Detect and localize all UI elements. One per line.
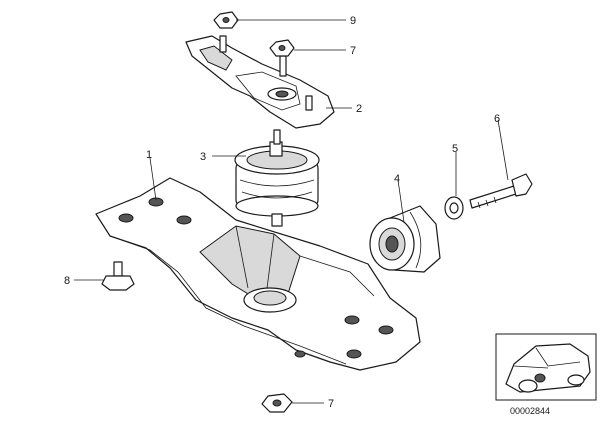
callout-7-top: 7	[350, 45, 356, 57]
rubber-mount	[234, 129, 320, 227]
washer	[444, 196, 464, 220]
reference-code: 00002844	[510, 406, 551, 416]
callout-4: 4	[394, 173, 400, 185]
callout-7-bottom: 7	[328, 398, 334, 410]
nut-part-9	[213, 11, 239, 29]
callout-3: 3	[200, 151, 206, 163]
bushing	[369, 205, 441, 273]
callout-2: 2	[356, 103, 362, 115]
nut-part-7-bottom	[261, 393, 293, 413]
callout-1: 1	[146, 149, 152, 161]
transmission-support	[95, 177, 421, 371]
bolt-part-8	[101, 261, 135, 291]
callout-5: 5	[452, 143, 458, 155]
callout-8: 8	[64, 275, 70, 287]
upper-bracket	[185, 35, 335, 129]
nut-part-7-top	[269, 39, 295, 57]
leader-lines	[74, 19, 509, 404]
callout-9: 9	[350, 15, 356, 27]
bolt-part-6	[469, 173, 533, 209]
vehicle-inset	[495, 333, 597, 401]
callout-6: 6	[494, 113, 500, 125]
